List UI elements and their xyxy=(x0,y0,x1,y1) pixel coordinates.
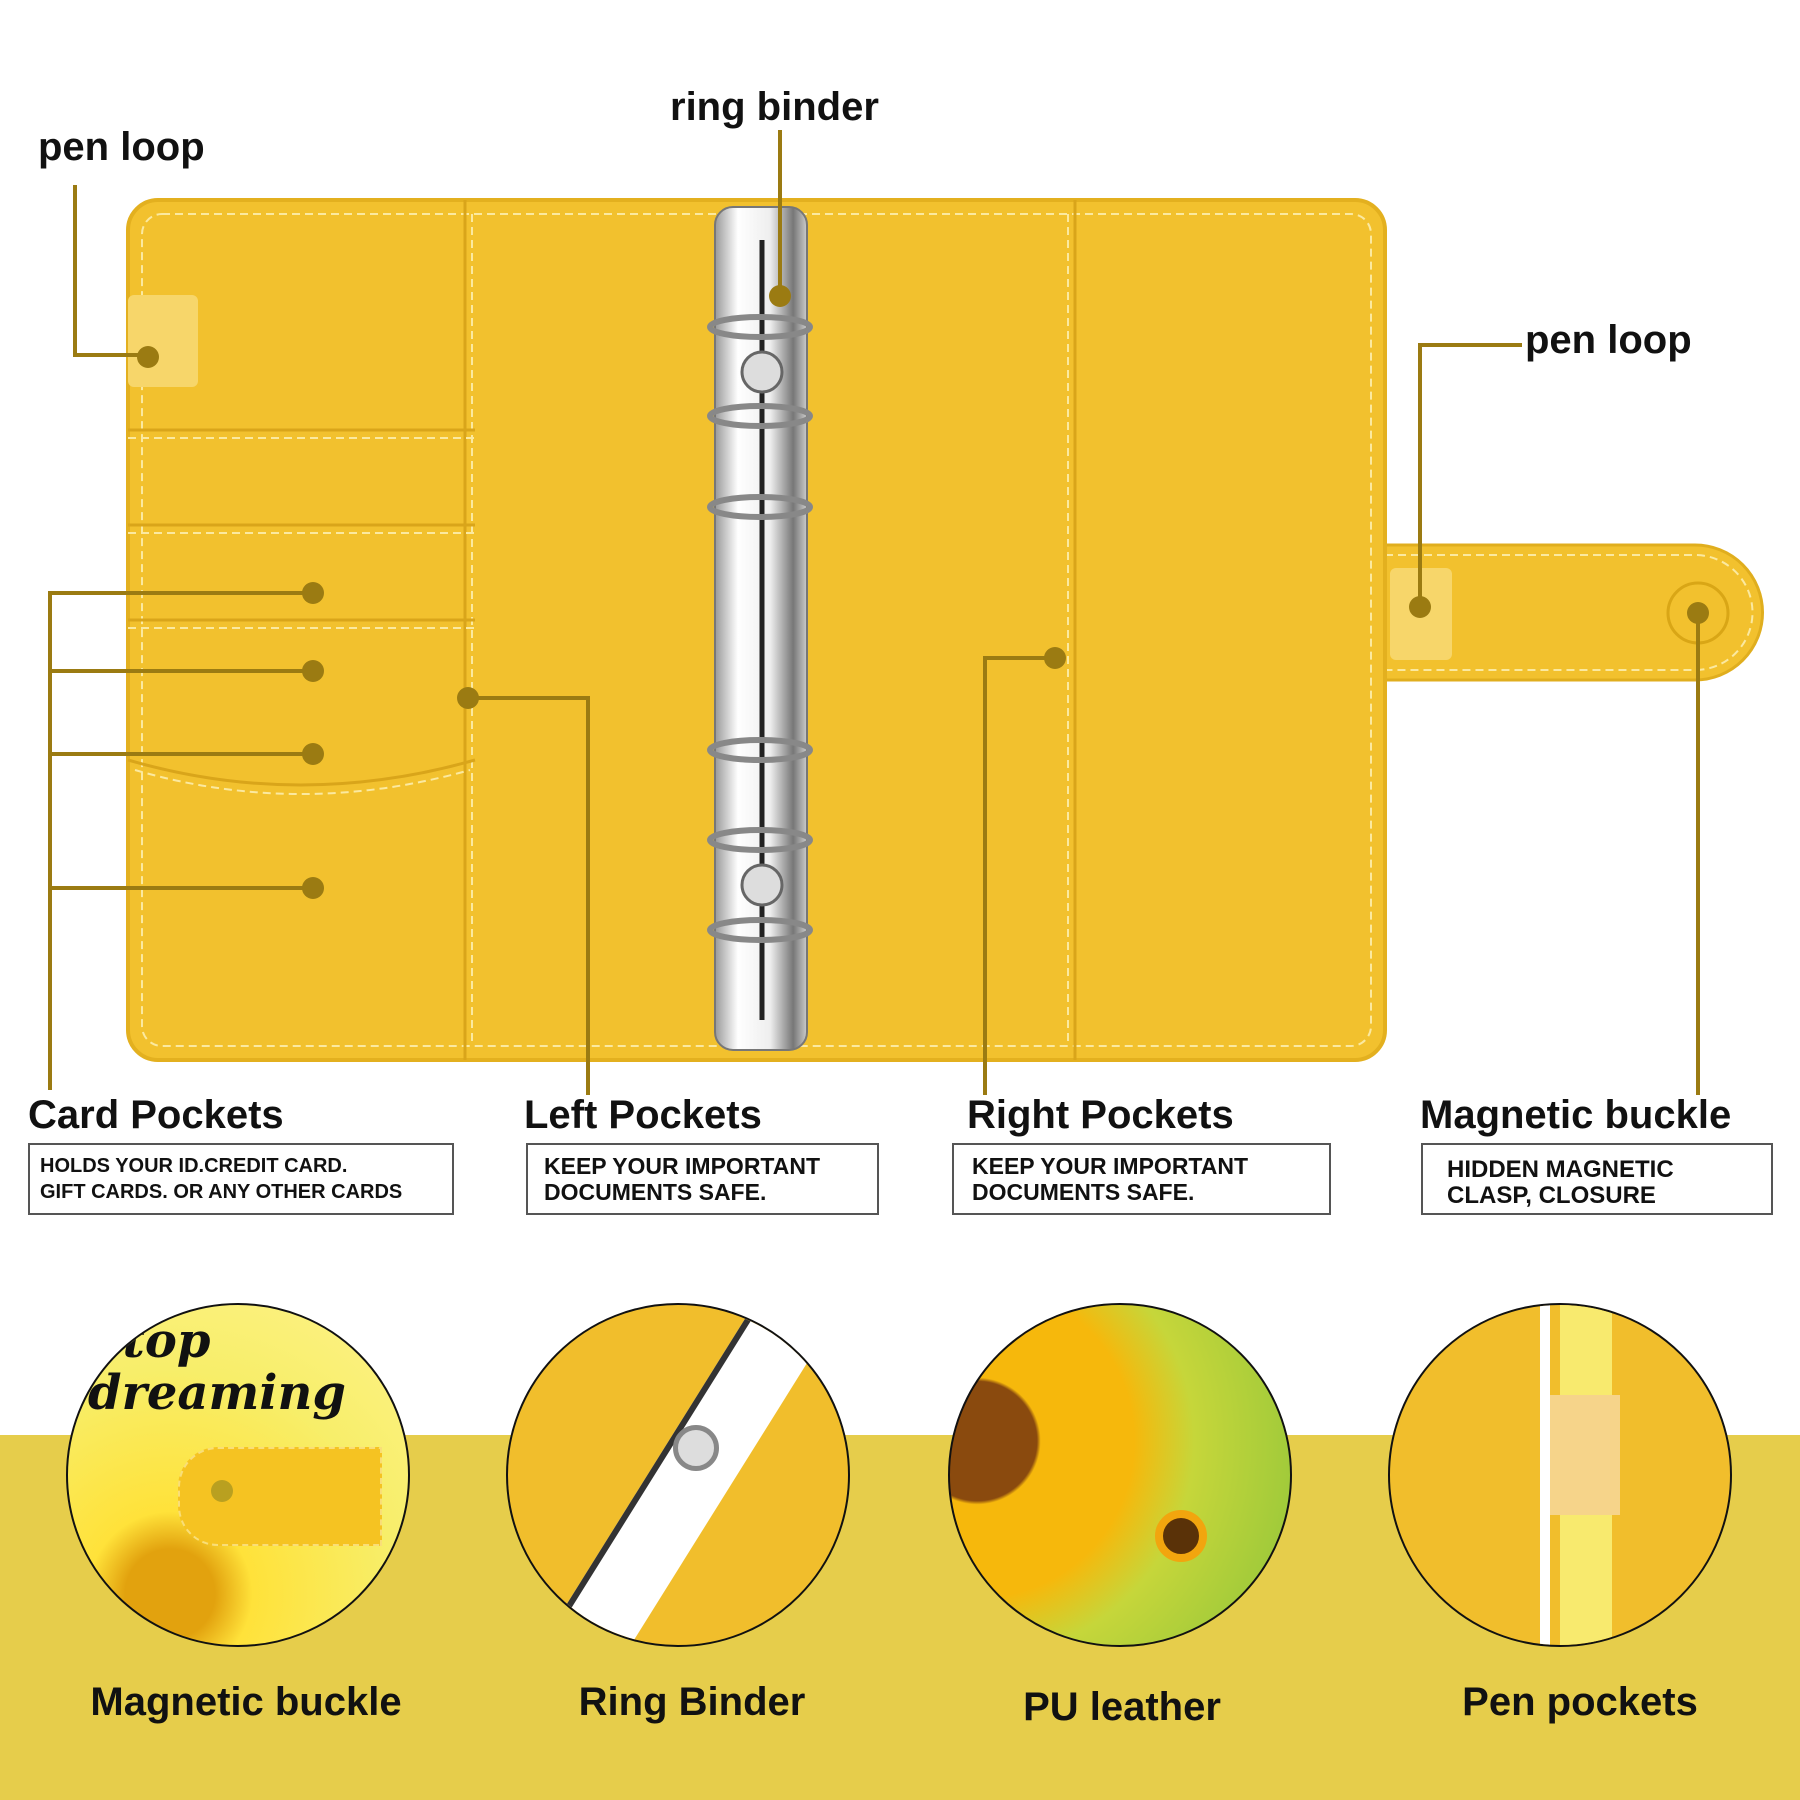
caption-ring-binder: Ring Binder xyxy=(578,1680,806,1724)
callout-pen-loop-left: pen loop xyxy=(38,125,205,169)
description-line: DOCUMENTS SAFE. xyxy=(972,1179,1195,1205)
detail-pu-leather-image xyxy=(948,1303,1292,1647)
description-line: KEEP YOUR IMPORTANT xyxy=(544,1153,821,1179)
pen-loop xyxy=(1550,1395,1620,1515)
description-line: HIDDEN MAGNETIC xyxy=(1447,1156,1674,1183)
magnetic-buckle-description: HIDDEN MAGNETIC CLASP, CLOSURE xyxy=(1421,1143,1773,1215)
caption-pu-leather: PU leather xyxy=(1023,1685,1221,1729)
description-line: HOLDS YOUR ID.CREDIT CARD. xyxy=(40,1155,348,1177)
card-pocket-slots xyxy=(127,428,476,795)
leader-lines xyxy=(48,130,1700,1095)
right-pockets-description: KEEP YOUR IMPORTANT DOCUMENTS SAFE. xyxy=(952,1143,1331,1215)
snap-dot-icon xyxy=(211,1480,233,1502)
description-line: CLASP, CLOSURE xyxy=(1447,1182,1656,1209)
detail-pen-pockets-image xyxy=(1388,1303,1732,1647)
pocket-gap xyxy=(1540,1305,1550,1645)
sunflower-icon xyxy=(1155,1510,1207,1562)
detail-ring-binder-image xyxy=(506,1303,850,1647)
detail-magnetic-buckle-image: Stop dreaming xyxy=(66,1303,410,1647)
buckle-strap xyxy=(178,1447,382,1546)
pen-loop-left xyxy=(128,295,198,387)
artwork-text: Stop dreaming xyxy=(88,1313,346,1421)
card-pockets-description: HOLDS YOUR ID.CREDIT CARD. GIFT CARDS. O… xyxy=(28,1143,454,1215)
binder-diagram xyxy=(48,130,1764,1095)
callout-ring-binder: ring binder xyxy=(670,85,879,129)
caption-pen-pockets: Pen pockets xyxy=(1462,1680,1698,1724)
callout-pen-loop-right: pen loop xyxy=(1525,318,1692,362)
description-line: DOCUMENTS SAFE. xyxy=(544,1179,767,1205)
ring-icon xyxy=(673,1425,719,1471)
left-pockets-heading: Left Pockets xyxy=(524,1093,762,1137)
caption-magnetic-buckle: Magnetic buckle xyxy=(90,1680,402,1724)
card-pockets-heading: Card Pockets xyxy=(28,1093,284,1137)
ring-binder-mechanism xyxy=(707,206,813,1051)
magnetic-buckle-heading: Magnetic buckle xyxy=(1420,1093,1732,1137)
description-line: GIFT CARDS. OR ANY OTHER CARDS xyxy=(40,1181,403,1203)
description-line: KEEP YOUR IMPORTANT xyxy=(972,1153,1249,1179)
left-pockets-description: KEEP YOUR IMPORTANT DOCUMENTS SAFE. xyxy=(526,1143,879,1215)
ring-spine xyxy=(537,1305,835,1645)
leader-dots xyxy=(137,285,1709,899)
right-pockets-heading: Right Pockets xyxy=(967,1093,1234,1137)
